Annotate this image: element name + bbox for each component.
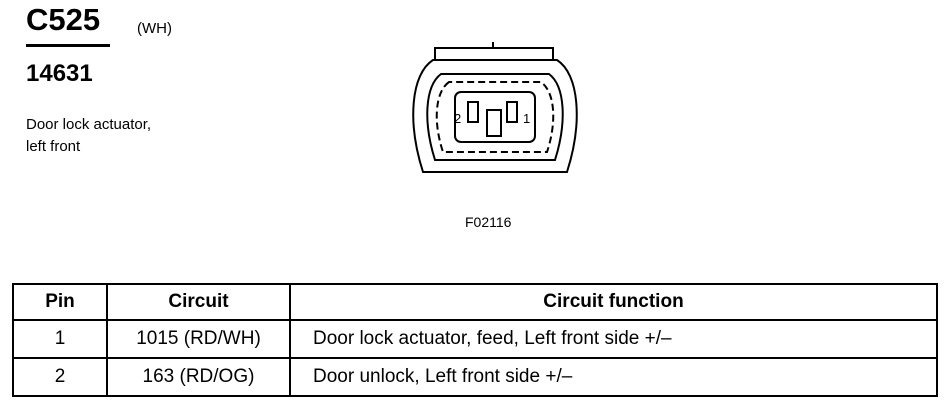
connector-id: C525 — [26, 2, 101, 37]
part-number: 14631 — [26, 60, 93, 87]
cell-pin: 1 — [12, 319, 108, 359]
connector-face-diagram: 2 1 — [412, 42, 578, 173]
cell-pin: 2 — [12, 357, 108, 397]
component-description: Door lock actuator, left front — [26, 116, 152, 155]
housing-inner — [426, 73, 564, 161]
column-header-function: Circuit function — [289, 283, 938, 321]
table-row: 2 163 (RD/OG) Door unlock, Left front si… — [12, 357, 938, 397]
table-header-row: Pin Circuit Circuit function — [12, 283, 938, 321]
color-code: (WH) — [137, 20, 172, 37]
polarizing-key — [486, 109, 502, 137]
cell-function: Door unlock, Left front side +/– — [289, 357, 938, 397]
pin-cavity — [454, 91, 536, 143]
title-rule — [26, 44, 110, 47]
cell-circuit: 1015 (RD/WH) — [106, 319, 291, 359]
pin-label-2: 2 — [454, 111, 461, 126]
cell-circuit: 163 (RD/OG) — [106, 357, 291, 397]
pin-2-terminal — [467, 101, 479, 123]
figure-code: F02116 — [465, 214, 512, 230]
pin-label-1: 1 — [523, 111, 530, 126]
seal-ring — [435, 81, 555, 153]
table-row: 1 1015 (RD/WH) Door lock actuator, feed,… — [12, 319, 938, 359]
pin-table: Pin Circuit Circuit function 1 1015 (RD/… — [12, 283, 938, 397]
pin-1-terminal — [506, 101, 518, 123]
column-header-pin: Pin — [12, 283, 108, 321]
cell-function: Door lock actuator, feed, Left front sid… — [289, 319, 938, 359]
column-header-circuit: Circuit — [106, 283, 291, 321]
